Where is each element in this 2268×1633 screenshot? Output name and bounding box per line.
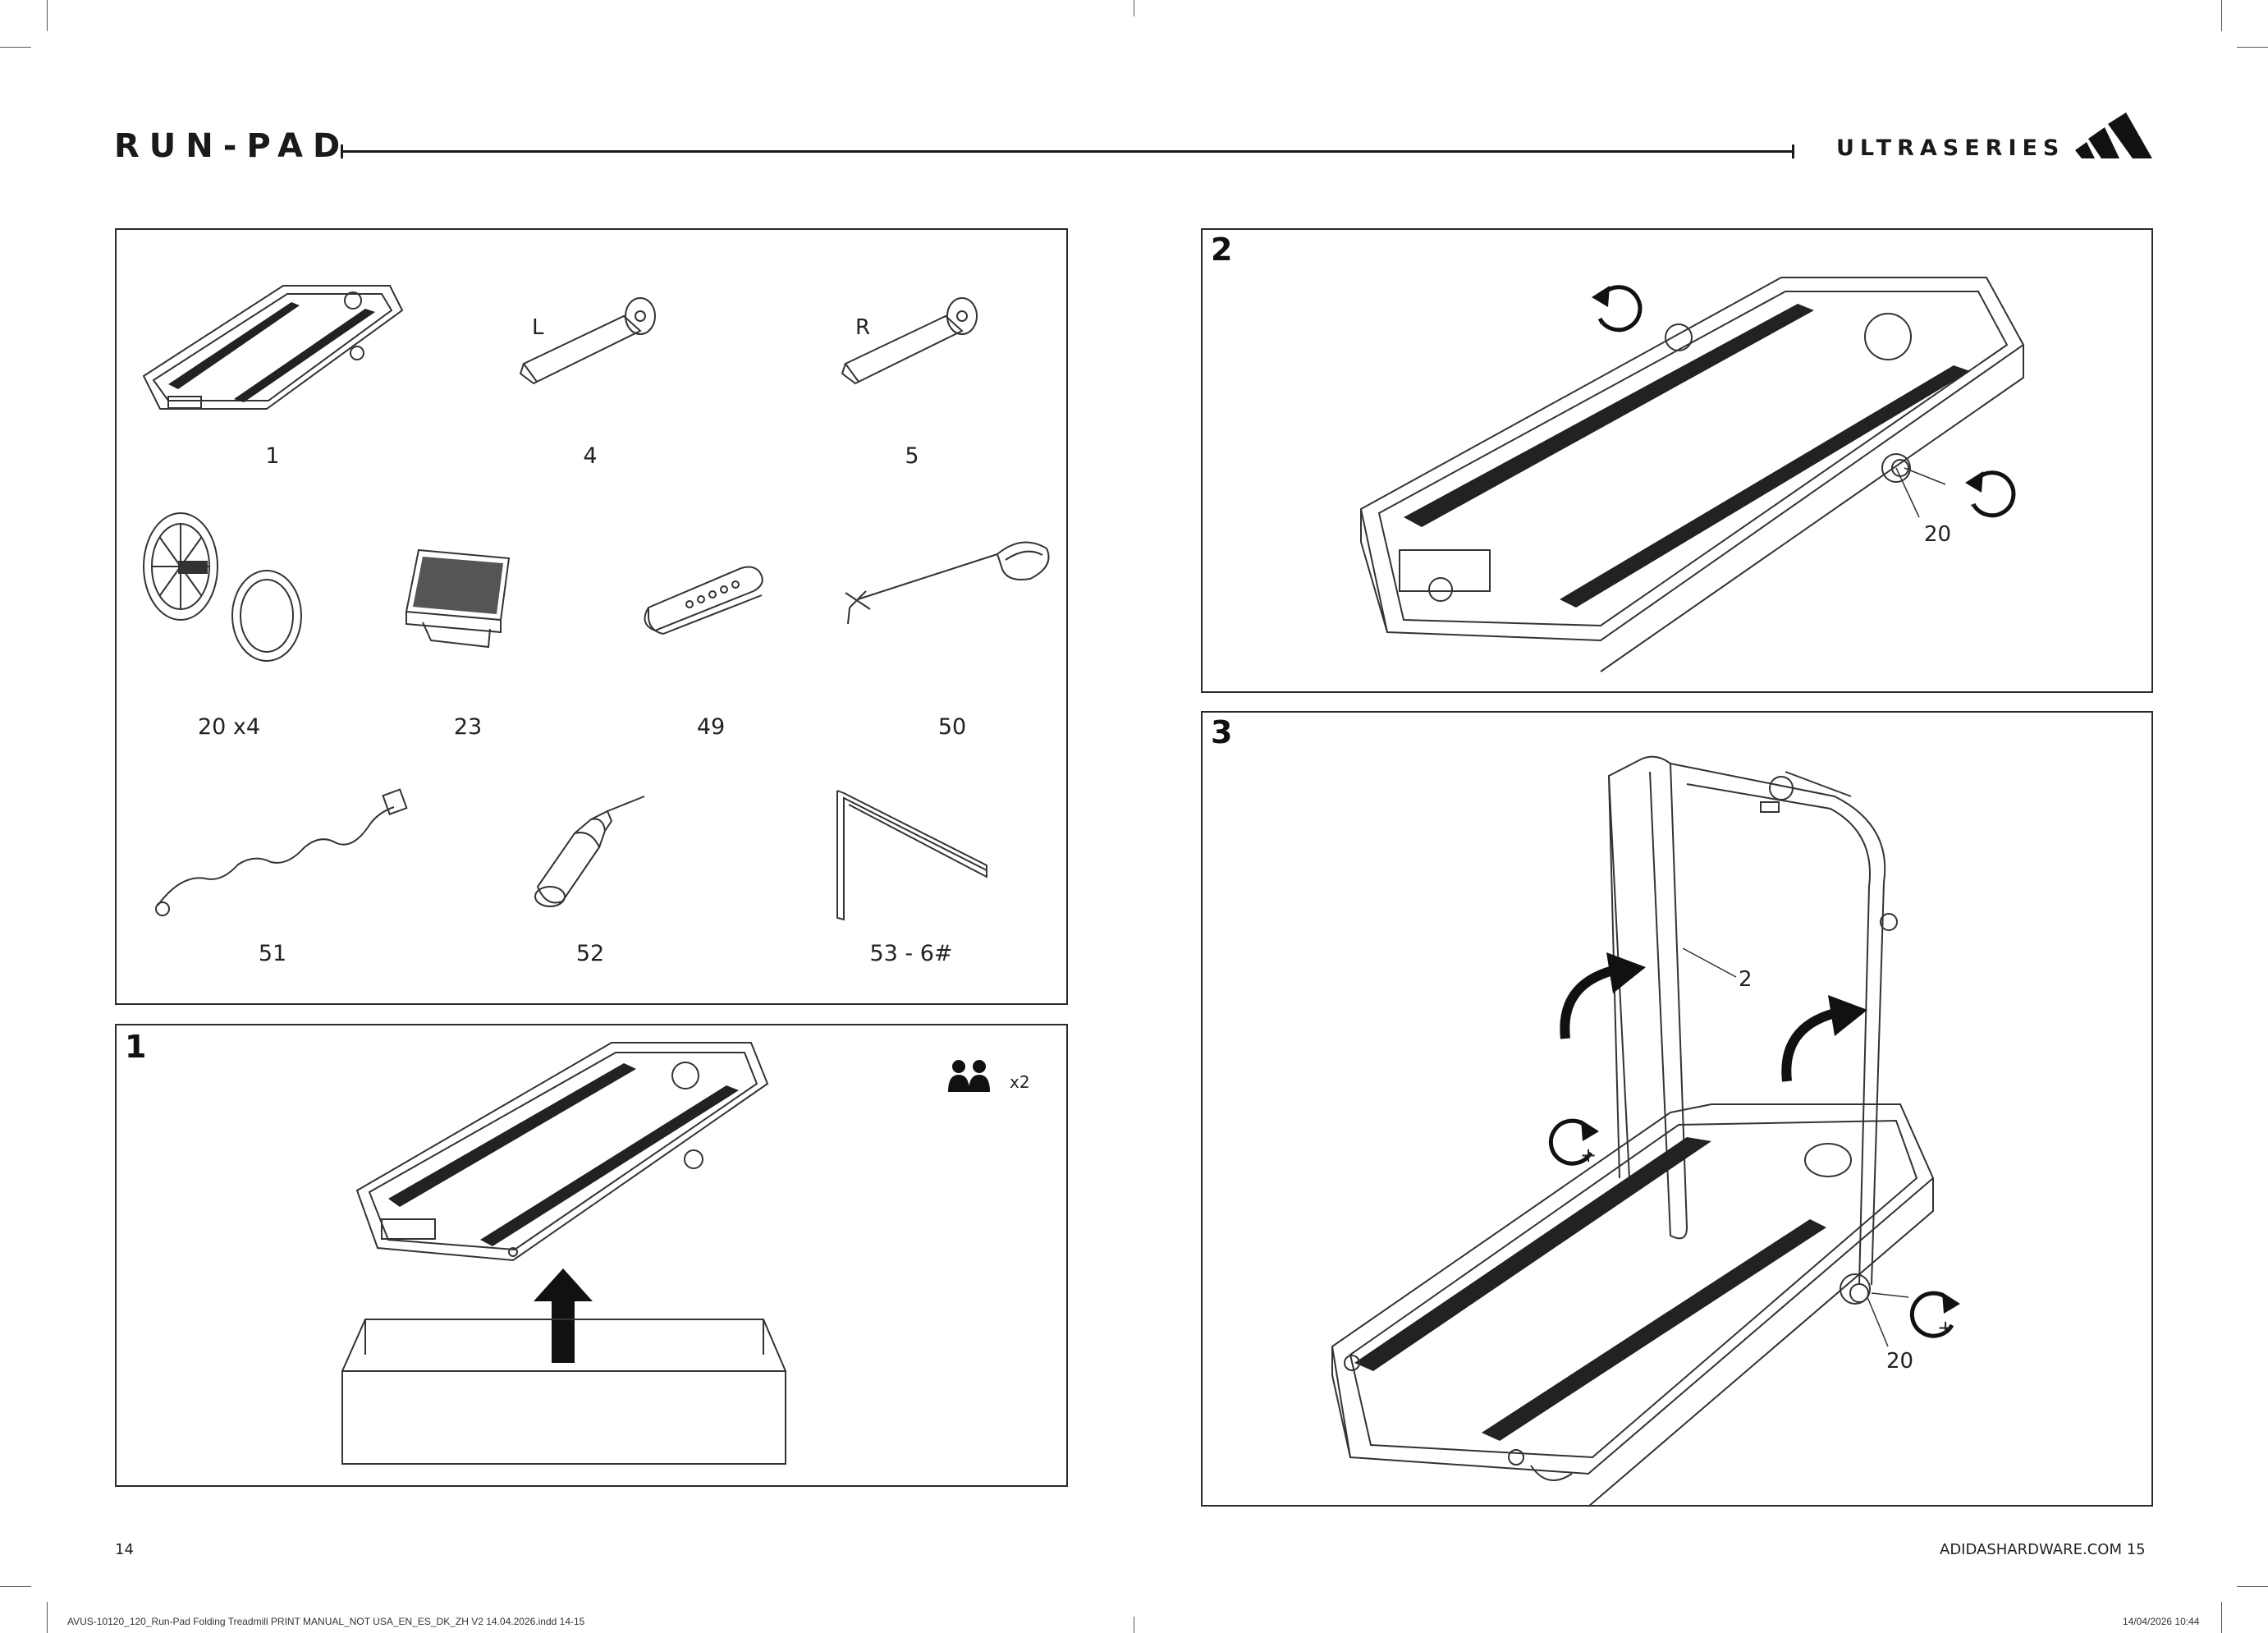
rotate-clockwise-icon [1903, 1287, 1964, 1345]
crop-mark [2237, 47, 2268, 48]
print-slug-date: 14/04/2026 10:44 [2123, 1616, 2199, 1627]
left-upright-arm-icon [517, 291, 669, 390]
callout-number: 2 [1739, 967, 1753, 992]
crop-mark [47, 1602, 48, 1633]
treadmill-deck-icon [349, 1034, 776, 1281]
right-upright-arm-icon [839, 291, 991, 390]
rotation-sign: + [1937, 1316, 1954, 1339]
rotation-sign: + [1580, 1144, 1597, 1167]
product-title: RUN-PAD [114, 127, 350, 165]
safety-key-lanyard-icon [833, 534, 1055, 636]
allen-key-icon [831, 787, 995, 926]
people-count: x2 [1010, 1072, 1030, 1092]
callout-leader [1683, 948, 1740, 981]
crop-mark [47, 0, 48, 31]
crop-mark [2237, 1586, 2268, 1587]
console-tray-icon [398, 542, 521, 653]
part-label: 23 [454, 714, 482, 740]
part-label: 53 - 6# [869, 941, 952, 966]
print-slug: AVUS-10120_120_Run-Pad Folding Treadmill… [67, 1616, 584, 1627]
crop-mark [0, 1586, 31, 1587]
knob-wheel-icon [140, 501, 312, 665]
curved-up-arrow-icon [1556, 952, 1646, 1043]
treadmill-deck-icon [135, 269, 406, 433]
box-icon [341, 1318, 788, 1466]
page-number-left: 14 [115, 1541, 134, 1558]
callout-leader [1888, 460, 1937, 525]
remote-control-icon [639, 558, 770, 636]
page-number-right: ADIDASHARDWARE.COM 15 [1940, 1541, 2146, 1558]
curved-up-arrow-icon [1777, 995, 1867, 1085]
part-label: 49 [697, 714, 725, 740]
part-label: 5 [905, 443, 919, 469]
callout-number: 20 [1886, 1349, 1913, 1374]
lubricant-bottle-icon [529, 796, 653, 920]
brand-name: ULTRASERIES [1836, 135, 2064, 161]
part-label: 51 [259, 941, 286, 966]
part-label: 20 x4 [198, 714, 260, 740]
crop-mark [2221, 0, 2222, 31]
part-label: 50 [938, 714, 966, 740]
crop-mark [0, 47, 31, 48]
callout-number: 20 [1924, 522, 1951, 547]
rotate-counterclockwise-icon [1588, 281, 1650, 338]
step-number: 2 [1211, 232, 1232, 268]
part-label: 1 [265, 443, 279, 469]
brand-logo-icon [2075, 111, 2153, 162]
callout-leader [1859, 1289, 1908, 1355]
part-label: 4 [583, 443, 597, 469]
side-label-right: R [855, 315, 870, 340]
part-label: 52 [576, 941, 604, 966]
rotation-sign: - [1970, 493, 1977, 516]
rotation-sign: - [1599, 310, 1606, 333]
crop-mark [2221, 1602, 2222, 1633]
two-people-icon [948, 1059, 991, 1094]
step-number: 3 [1211, 714, 1232, 750]
power-cord-icon [148, 784, 410, 924]
step-number: 1 [125, 1029, 146, 1065]
header-rule-cap [1792, 144, 1794, 158]
side-label-left: L [532, 315, 544, 340]
header-rule [341, 150, 1794, 153]
